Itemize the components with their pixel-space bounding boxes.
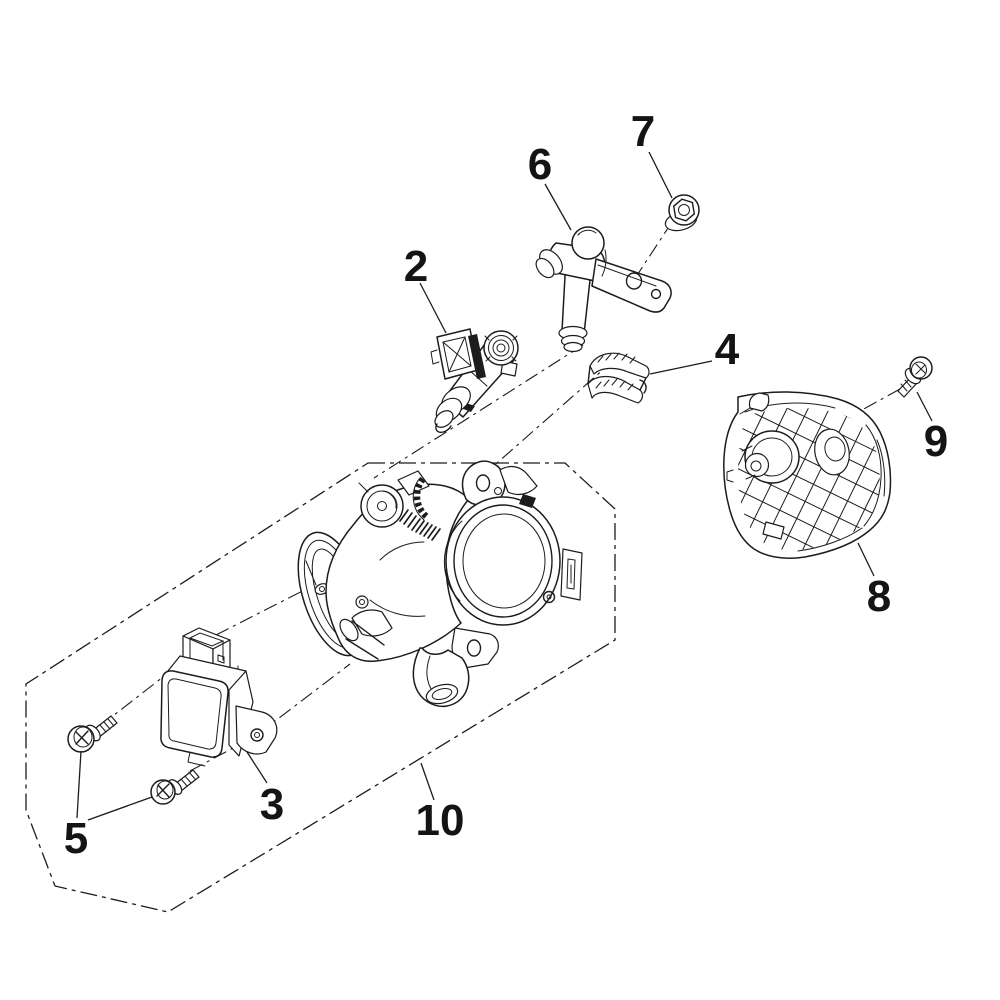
- bracket-hole-large: [625, 272, 643, 290]
- clip-lower-band: [587, 375, 644, 404]
- gear-sector: [413, 476, 430, 520]
- nut-hex: [672, 198, 696, 222]
- part-cover-screw: [897, 356, 933, 398]
- clip-upper-band: [589, 352, 650, 379]
- callout-label-5: 5: [64, 814, 88, 863]
- screw-a: [67, 715, 118, 753]
- cover-hook: [748, 392, 770, 412]
- leader-8: [857, 542, 875, 577]
- sensor-hole: [814, 428, 850, 476]
- side-barb: [535, 257, 555, 279]
- part-fuel-pipe-joint: [535, 226, 672, 353]
- callout-7: 7: [631, 107, 673, 199]
- seal-band: [468, 334, 486, 379]
- callout-2: 2: [404, 242, 447, 334]
- leader-5b: [87, 796, 153, 821]
- assembly-boundary: [25, 462, 616, 913]
- pipe-end: [563, 341, 583, 353]
- inlet-cap: [483, 330, 519, 366]
- leader-4: [649, 360, 713, 375]
- centerline-clip-body: [479, 359, 615, 479]
- mount-ear-hole: [250, 728, 264, 742]
- callout-9: 9: [916, 391, 948, 466]
- part-cap-nut: [664, 194, 700, 232]
- leader-3: [246, 751, 268, 784]
- mount-ear: [235, 705, 278, 755]
- part-sensor-module: [160, 627, 278, 767]
- leader-9: [916, 391, 933, 422]
- leader-7: [648, 151, 673, 199]
- screw-b-head: [150, 779, 176, 805]
- callout-8: 8: [857, 542, 891, 621]
- seal-mark: [519, 494, 536, 508]
- return-spring: [399, 509, 441, 541]
- leader-5a: [76, 750, 82, 819]
- callout-label-9: 9: [924, 417, 948, 466]
- leader-2: [419, 282, 447, 334]
- joint-bracket: [591, 258, 672, 313]
- cam-plate: [397, 470, 430, 496]
- cover-outline: [723, 391, 892, 560]
- callout-label-10: 10: [416, 796, 465, 845]
- callout-label-3: 3: [260, 780, 284, 829]
- leader-6: [544, 183, 572, 231]
- part-sensor-cover: [723, 391, 892, 560]
- callout-6: 6: [528, 140, 572, 231]
- callout-4: 4: [649, 325, 740, 375]
- callout-3: 3: [246, 751, 284, 829]
- part-retaining-clip: [587, 352, 650, 404]
- callout-label-2: 2: [404, 242, 428, 291]
- boss-face: [744, 452, 770, 478]
- part-throttle-body: [297, 460, 583, 708]
- ball-end: [571, 226, 605, 260]
- module-front-face: [160, 670, 229, 758]
- phillips-cross: [75, 730, 89, 745]
- bracket-hole: [475, 474, 491, 492]
- callout-5: 5: [64, 750, 153, 863]
- cover-foot: [762, 521, 785, 540]
- connector-key-hole: [217, 654, 225, 664]
- callout-label-4: 4: [715, 325, 740, 374]
- leader-10: [420, 762, 435, 801]
- callout-label-8: 8: [867, 572, 891, 621]
- phillips-cross: [156, 783, 170, 798]
- bracket-hole-small: [650, 288, 662, 300]
- callout-10: 10: [416, 762, 465, 845]
- idle-lever: [351, 609, 393, 637]
- callouts: 2 6 7 4 9 8 3 5: [64, 107, 948, 863]
- callout-label-6: 6: [528, 140, 552, 189]
- part-fuel-injector: [430, 328, 519, 433]
- pivot-stub: [339, 618, 359, 642]
- screw-b: [150, 769, 200, 805]
- callout-label-7: 7: [631, 107, 655, 156]
